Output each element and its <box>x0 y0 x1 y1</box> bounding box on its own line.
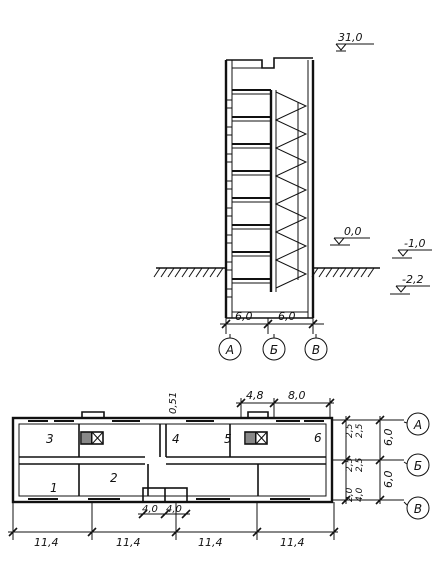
room-label-1: 1 <box>50 481 58 495</box>
hatch-mark <box>209 267 217 278</box>
bottom-dim-3: 11,4 <box>198 536 223 549</box>
section-axes: А Б В <box>218 334 328 361</box>
plan-axis-b: Б <box>414 459 422 473</box>
room-label-5: 5 <box>224 432 232 446</box>
room-label-3: 3 <box>46 432 54 446</box>
level-mark-minus-2-2: -2,2 <box>390 273 430 295</box>
level-mark-31: 31,0 <box>335 31 374 52</box>
right-total-1: 6,0 <box>382 429 395 447</box>
hatch-mark <box>332 267 340 278</box>
hatch-mark <box>174 267 182 278</box>
bottom-dim-1: 11,4 <box>34 536 59 549</box>
room-label-6: 6 <box>314 431 322 445</box>
mid-dim-2: 4,0 <box>166 504 182 515</box>
plan-top-dimension: 4,8 8,0 0,51 <box>168 389 335 418</box>
level-label-minus-1: -1,0 <box>404 237 425 250</box>
plan-axis-a: А <box>413 418 422 432</box>
room-label-4: 4 <box>172 432 180 446</box>
section-axis-a: А <box>225 343 234 357</box>
section-dim-2: 6,0 <box>278 310 296 323</box>
bottom-dim-2: 11,4 <box>116 536 141 549</box>
hatch-mark <box>160 267 168 278</box>
hatch-mark <box>195 267 203 278</box>
floor-plan <box>11 411 334 504</box>
right-total-2: 6,0 <box>382 471 395 489</box>
top-dim-8-0: 8,0 <box>288 389 306 402</box>
ground-hatch <box>153 267 380 278</box>
room-label-2: 2 <box>110 471 118 485</box>
section-dim-1: 6,0 <box>235 310 253 323</box>
hatch-mark <box>311 267 319 278</box>
hatch-mark <box>339 267 347 278</box>
plan-axis-v: В <box>414 502 422 516</box>
hatch-mark <box>153 267 161 278</box>
right-dim-b2: 2,5 <box>355 457 365 472</box>
hatch-mark <box>360 267 368 278</box>
hatch-mark <box>167 267 175 278</box>
hatch-mark <box>318 267 326 278</box>
level-label-0: 0,0 <box>344 225 362 238</box>
plan-mid-dimension: 4,0 4,0 <box>138 504 191 519</box>
hatch-mark <box>325 267 333 278</box>
hatch-mark <box>188 267 196 278</box>
bottom-dim-4: 11,4 <box>280 536 305 549</box>
right-dim-b1: 2,5 <box>345 457 355 472</box>
plan-bottom-dimension: 11,4 11,4 11,4 11,4 <box>8 502 339 549</box>
hatch-mark <box>202 267 210 278</box>
right-dim-a2: 2,5 <box>355 423 365 438</box>
hatch-mark <box>346 267 354 278</box>
level-label-31: 31,0 <box>338 31 363 44</box>
plan-right-dimension: 2,5 2,5 2,5 2,5 2,0 4,0 6,0 6,0 А Б В <box>332 412 430 520</box>
hatch-mark <box>216 267 224 278</box>
section-floor-slabs <box>226 89 271 298</box>
section-axis-b: Б <box>270 343 278 357</box>
hatch-mark <box>353 267 361 278</box>
top-dim-4-8: 4,8 <box>246 389 264 402</box>
right-dim-a1: 2,5 <box>345 423 355 438</box>
level-mark-minus-1: -1,0 <box>392 237 432 259</box>
hatch-mark <box>181 267 189 278</box>
hatch-mark <box>367 267 375 278</box>
section-dimension-line: 6,0 6,0 <box>220 310 324 334</box>
room-labels: 3 4 5 6 2 1 <box>46 431 322 495</box>
mid-dim-1: 4,0 <box>142 504 158 515</box>
right-dim-c2: 4,0 <box>355 487 365 502</box>
section-axis-v: В <box>312 343 320 357</box>
small-dim-0-51: 0,51 <box>168 392 179 414</box>
level-label-minus-2-2: -2,2 <box>402 273 423 286</box>
building-section <box>224 57 315 319</box>
level-mark-0: 0,0 <box>330 225 370 246</box>
right-dim-c1: 2,0 <box>345 487 355 502</box>
